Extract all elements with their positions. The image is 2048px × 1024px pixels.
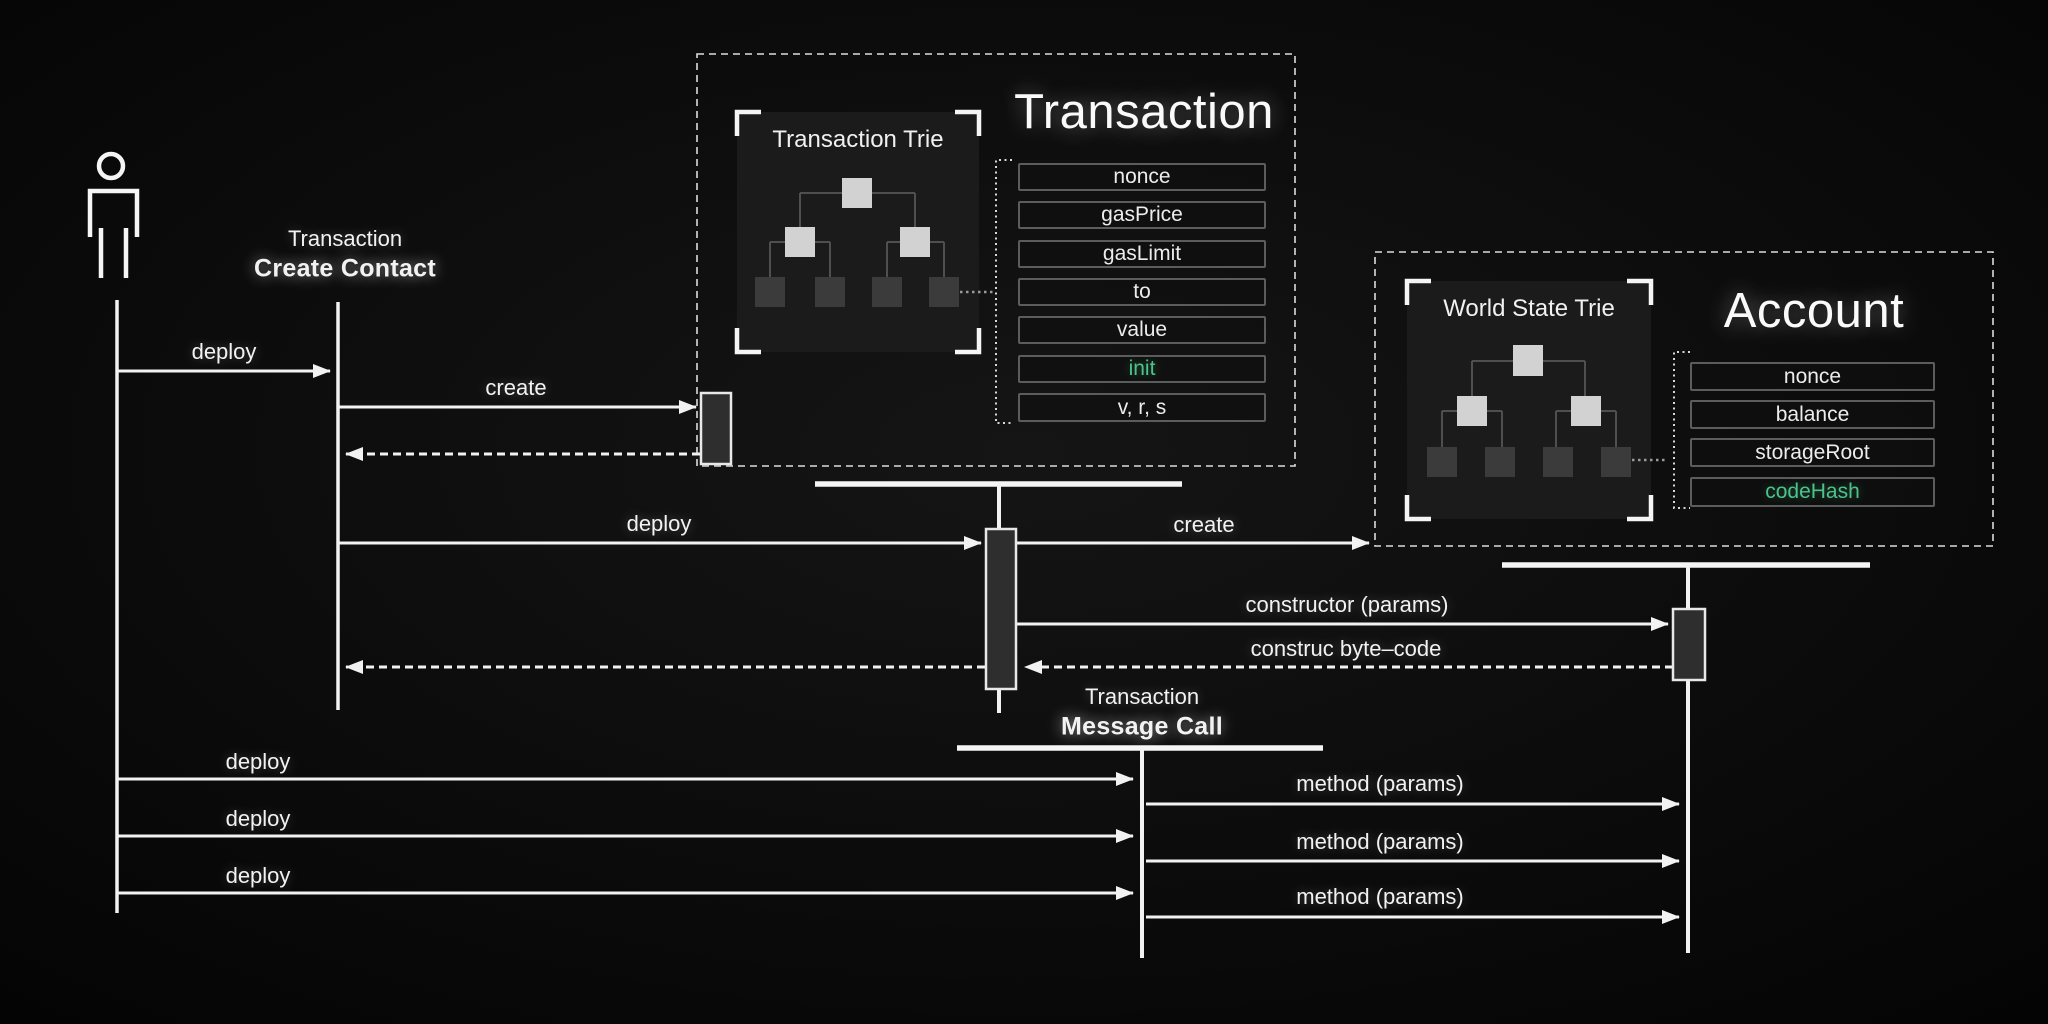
trie-node-leaf — [872, 277, 902, 307]
trie-node-branch — [900, 227, 930, 257]
message-label-deploy-4: deploy — [225, 806, 291, 831]
field-row-init: init — [1018, 355, 1266, 383]
activation-bar-contract — [984, 527, 1018, 691]
message-label-bytecode: construc byte–code — [1250, 636, 1442, 661]
trie-node-leaf — [1485, 447, 1515, 477]
trie-node-branch — [1457, 396, 1487, 426]
trie-node-leaf — [755, 277, 785, 307]
field-row-value: value — [1018, 316, 1266, 344]
person-icon — [87, 151, 140, 278]
trie-node-leaf — [929, 277, 959, 307]
trie-node-leaf — [1543, 447, 1573, 477]
message-call-label-transaction: Transaction — [1084, 684, 1200, 709]
transaction-trie-nodes — [755, 178, 959, 307]
message-label-method-2: method (params) — [1296, 829, 1464, 854]
trie-node-branch — [785, 227, 815, 257]
lifeline-message-call — [957, 745, 1323, 958]
message-label-deploy-2: deploy — [626, 511, 692, 536]
message-label-deploy-1: deploy — [191, 339, 257, 364]
actor-label-create-contact: Create Contact — [253, 254, 437, 283]
transaction-trie-title: Transaction Trie — [772, 126, 944, 153]
message-label-constructor: constructor (params) — [1245, 592, 1449, 617]
transaction-title: Transaction — [1014, 85, 1274, 139]
transaction-group-border — [696, 53, 1296, 467]
field-row-storageRoot: storageRoot — [1690, 438, 1935, 467]
account-fields-dotted-bracket — [1673, 351, 1690, 509]
trie-node-branch — [1571, 396, 1601, 426]
actor-label-transaction: Transaction — [287, 226, 403, 251]
activation-bar-create-contract — [699, 391, 733, 466]
transaction-fields-dotted-bracket — [995, 159, 1012, 424]
message-label-create-2: create — [1173, 512, 1235, 537]
message-label-method-1: method (params) — [1296, 771, 1464, 796]
field-row-nonce: nonce — [1690, 362, 1935, 391]
world-state-trie-nodes — [1427, 345, 1631, 477]
world-state-trie-corner-brackets — [1404, 278, 1654, 522]
account-title: Account — [1723, 284, 1905, 338]
field-row-codeHash: codeHash — [1690, 477, 1935, 507]
message-label-deploy-5: deploy — [225, 863, 291, 888]
field-row-nonce: nonce — [1018, 163, 1266, 191]
field-row-balance: balance — [1690, 400, 1935, 429]
message-label-method-3: method (params) — [1296, 884, 1464, 909]
trie-node-leaf — [1601, 447, 1631, 477]
message-label-deploy-3: deploy — [225, 749, 291, 774]
transaction-trie-panel — [737, 112, 979, 352]
field-row-gasLimit: gasLimit — [1018, 240, 1266, 268]
message-call-label-message-call: Message Call — [1060, 712, 1224, 741]
field-row-to: to — [1018, 278, 1266, 306]
activation-bar-account — [1671, 607, 1707, 682]
trie-node-root — [1513, 345, 1543, 376]
world-state-trie-panel — [1407, 281, 1651, 519]
message-label-create-1: create — [485, 375, 547, 400]
world-state-trie-title: World State Trie — [1443, 295, 1615, 322]
field-row-vrs: v, r, s — [1018, 393, 1266, 422]
trie-node-leaf — [1427, 447, 1457, 477]
transaction-trie-corner-brackets — [734, 109, 982, 355]
trie-node-leaf — [815, 277, 845, 307]
field-row-gasPrice: gasPrice — [1018, 201, 1266, 229]
trie-node-root — [842, 178, 872, 208]
